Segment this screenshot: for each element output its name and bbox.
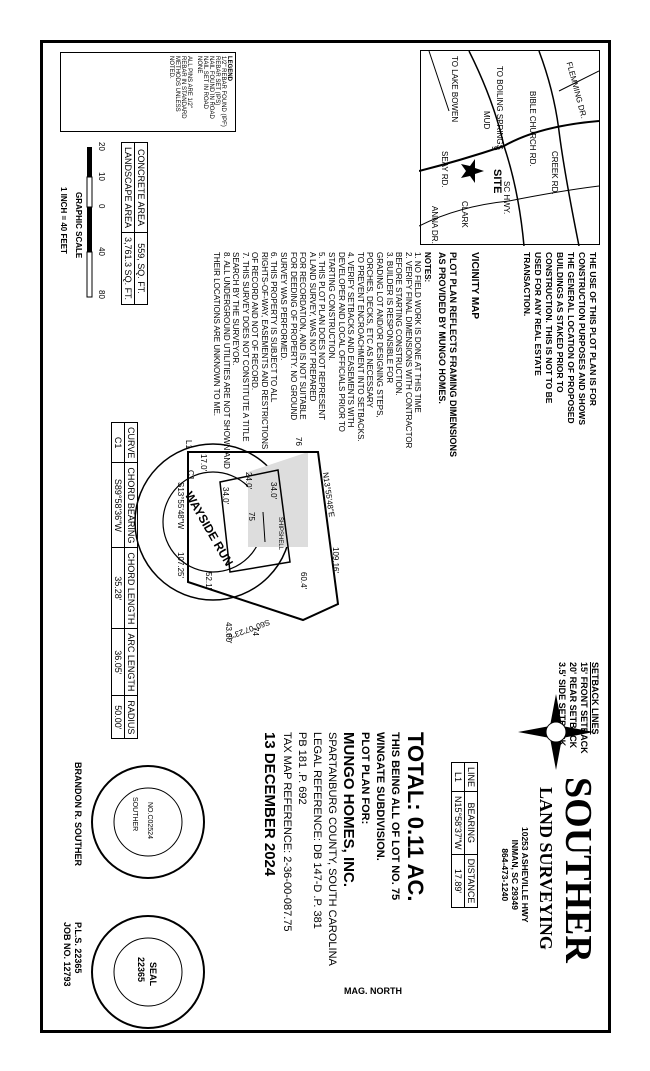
signer-name: BRANDON R. SOUTHER [73, 762, 83, 867]
legend: LEGEND 1/2" REBAR FOUND (IPF)REBAR SET (… [60, 52, 236, 132]
lot-75: 75 [247, 512, 256, 521]
title-block: TOTAL: 0.11 AC. THIS BEING ALL OF LOT NO… [261, 732, 428, 966]
road-label: TO LAKE BOWEN [450, 56, 459, 123]
notes: NOTES: 1. NO FIELD WORK IS DONE AT THIS … [211, 252, 432, 469]
surveyor-seal [91, 915, 205, 1029]
road-label: SEAY RD. [440, 151, 449, 188]
road-label: CLARK [460, 201, 469, 228]
road-label: BIBLE CHURCH RD. [528, 91, 537, 167]
drawing-border [40, 40, 611, 1033]
road-label: ANNA DR. [430, 206, 439, 244]
certificate-seal [91, 765, 205, 879]
vicinity-map: SITE FLEMMING DR. BIBLE CHURCH RD. MUD 9… [419, 50, 600, 246]
mag-north-label: MAG. NORTH [344, 986, 402, 996]
company-name: SOUTHER [557, 777, 599, 963]
lot-76: 76 [294, 437, 303, 446]
plot-plan-sheet: SITE FLEMMING DR. BIBLE CHURCH RD. MUD 9… [42, 42, 608, 1030]
road-label: TO BOILING SPRINGS [495, 66, 504, 150]
vicinity-map-roads [419, 51, 599, 246]
graphic-scale: 20 10 0 40 80 GRAPHIC SCALE 1 INCH = 40 … [59, 142, 106, 299]
vicinity-map-title: VICINITY MAP [469, 252, 480, 320]
road-label: CREEK RD. [550, 151, 559, 195]
road-label: SC HWY. [502, 181, 511, 215]
company-subtitle: LAND SURVEYING [536, 787, 556, 950]
road-label: MUD [482, 111, 491, 130]
north-arrow-compass [518, 694, 594, 770]
